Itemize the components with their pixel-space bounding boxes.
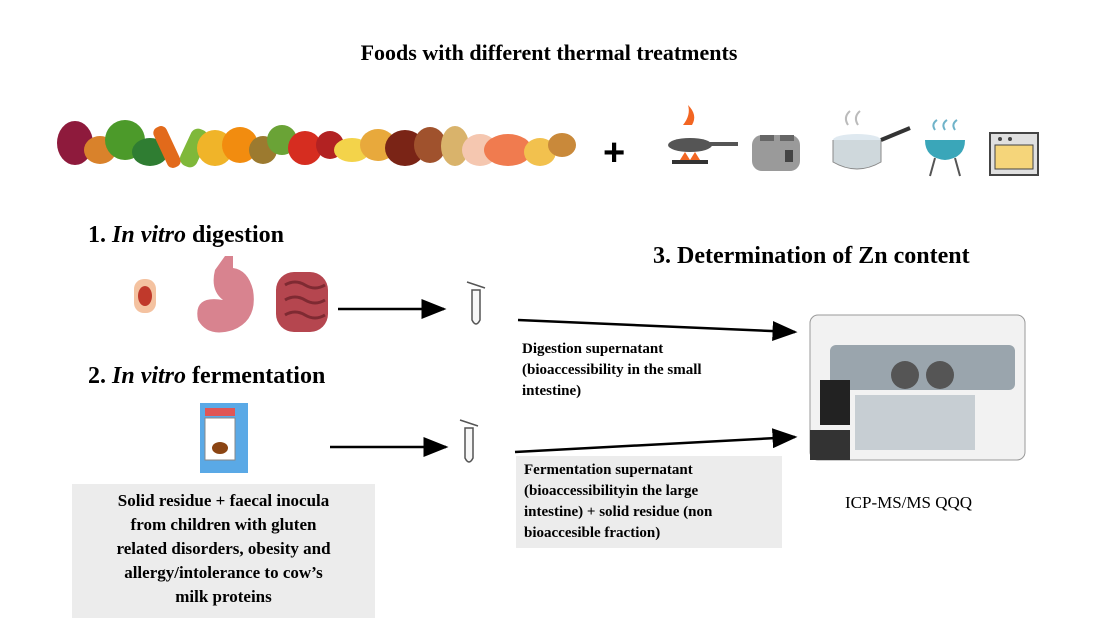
- step2-italic: In vitro: [112, 363, 187, 389]
- instrument-label: ICP-MS/MS QQQ: [845, 493, 973, 512]
- residue-line: Solid residue + faecal inocula: [117, 491, 330, 510]
- residue-line: milk proteins: [175, 587, 272, 606]
- boiling-pot-icon: [832, 110, 911, 170]
- oven-icon: [989, 132, 1039, 176]
- step1-rest: digestion: [192, 222, 285, 248]
- plus-sign: +: [603, 132, 626, 174]
- intestine-icon: [276, 272, 328, 332]
- note-line: (bioaccessibility in the small: [522, 362, 702, 378]
- solid-residue-box: Solid residue + faecal inocula from chil…: [72, 484, 375, 618]
- step2-number: 2.: [88, 363, 106, 389]
- note-line: intestine) + solid residue (non: [524, 504, 713, 520]
- step3-heading: 3. Determination of Zn content: [653, 243, 970, 269]
- residue-line: from children with gluten: [130, 515, 317, 534]
- note-line: bioaccesible fraction): [524, 525, 661, 541]
- fermentation-vessel-icon: [200, 403, 248, 473]
- icp-ms-instrument-icon: [809, 314, 1026, 461]
- diagram-title: Foods with different thermal treatments: [360, 40, 738, 65]
- note-line: Digestion supernatant: [522, 341, 664, 357]
- food-banner-icon: [57, 120, 576, 168]
- step1-number: 1.: [88, 222, 106, 248]
- note-line: intestine): [522, 383, 582, 399]
- fermentation-supernatant-note: Fermentation supernatant (bioaccessibili…: [516, 456, 782, 548]
- step2-heading: 2. In vitro fermentation: [88, 363, 325, 390]
- toaster-icon: [752, 135, 800, 171]
- step1-heading: 1. In vitro digestion: [88, 222, 284, 249]
- frying-pan-icon: [668, 105, 738, 164]
- step2-rest: fermentation: [192, 363, 326, 389]
- arrow-tube-to-instrument-1: [517, 318, 798, 342]
- residue-line: allergy/intolerance to cow’s: [124, 563, 323, 582]
- grill-icon: [925, 119, 965, 177]
- step1-italic: In vitro: [112, 222, 187, 248]
- mouth-icon: [134, 279, 156, 313]
- stomach-icon: [197, 256, 254, 333]
- arrow-tube-to-instrument-2: [514, 428, 798, 454]
- residue-line: related disorders, obesity and: [116, 539, 331, 558]
- note-line: (bioaccessibilityin the large: [524, 483, 699, 499]
- test-tube-icon: [459, 419, 479, 463]
- note-line: Fermentation supernatant: [524, 462, 693, 478]
- digestion-supernatant-note: Digestion supernatant (bioaccessibility …: [522, 339, 762, 402]
- test-tube-icon: [466, 281, 486, 325]
